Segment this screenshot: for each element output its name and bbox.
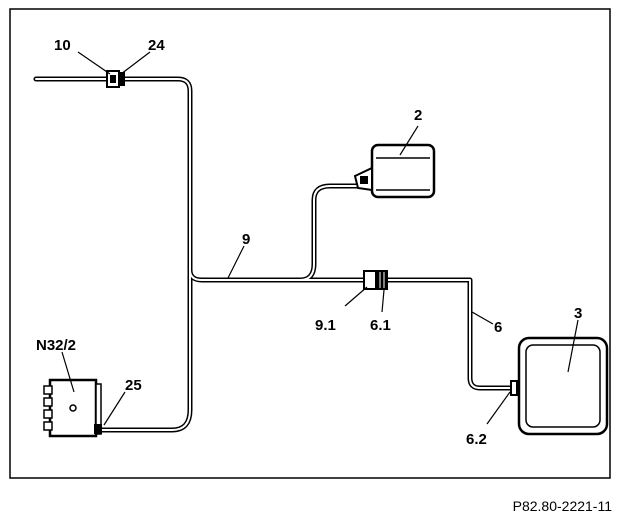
label-2: 2	[414, 107, 422, 124]
connector-10-24	[106, 70, 125, 88]
harness-wires	[33, 76, 515, 433]
label-6: 6	[494, 319, 502, 336]
component-3	[510, 336, 609, 436]
diagram-frame	[9, 8, 611, 479]
label-24: 24	[148, 37, 165, 54]
label-6-1: 6.1	[370, 317, 391, 334]
label-6-2: 6.2	[466, 431, 487, 448]
label-10: 10	[54, 37, 71, 54]
label-9-1: 9.1	[315, 317, 336, 334]
label-9: 9	[242, 231, 250, 248]
connector-9-1-6-1	[363, 270, 388, 290]
label-25: 25	[125, 377, 142, 394]
leader-lines	[61, 51, 579, 426]
component-2	[353, 143, 436, 199]
reference-code: P82.80-2221-11	[513, 498, 613, 514]
label-n32-2: N32/2	[36, 337, 76, 354]
label-3: 3	[574, 305, 582, 322]
